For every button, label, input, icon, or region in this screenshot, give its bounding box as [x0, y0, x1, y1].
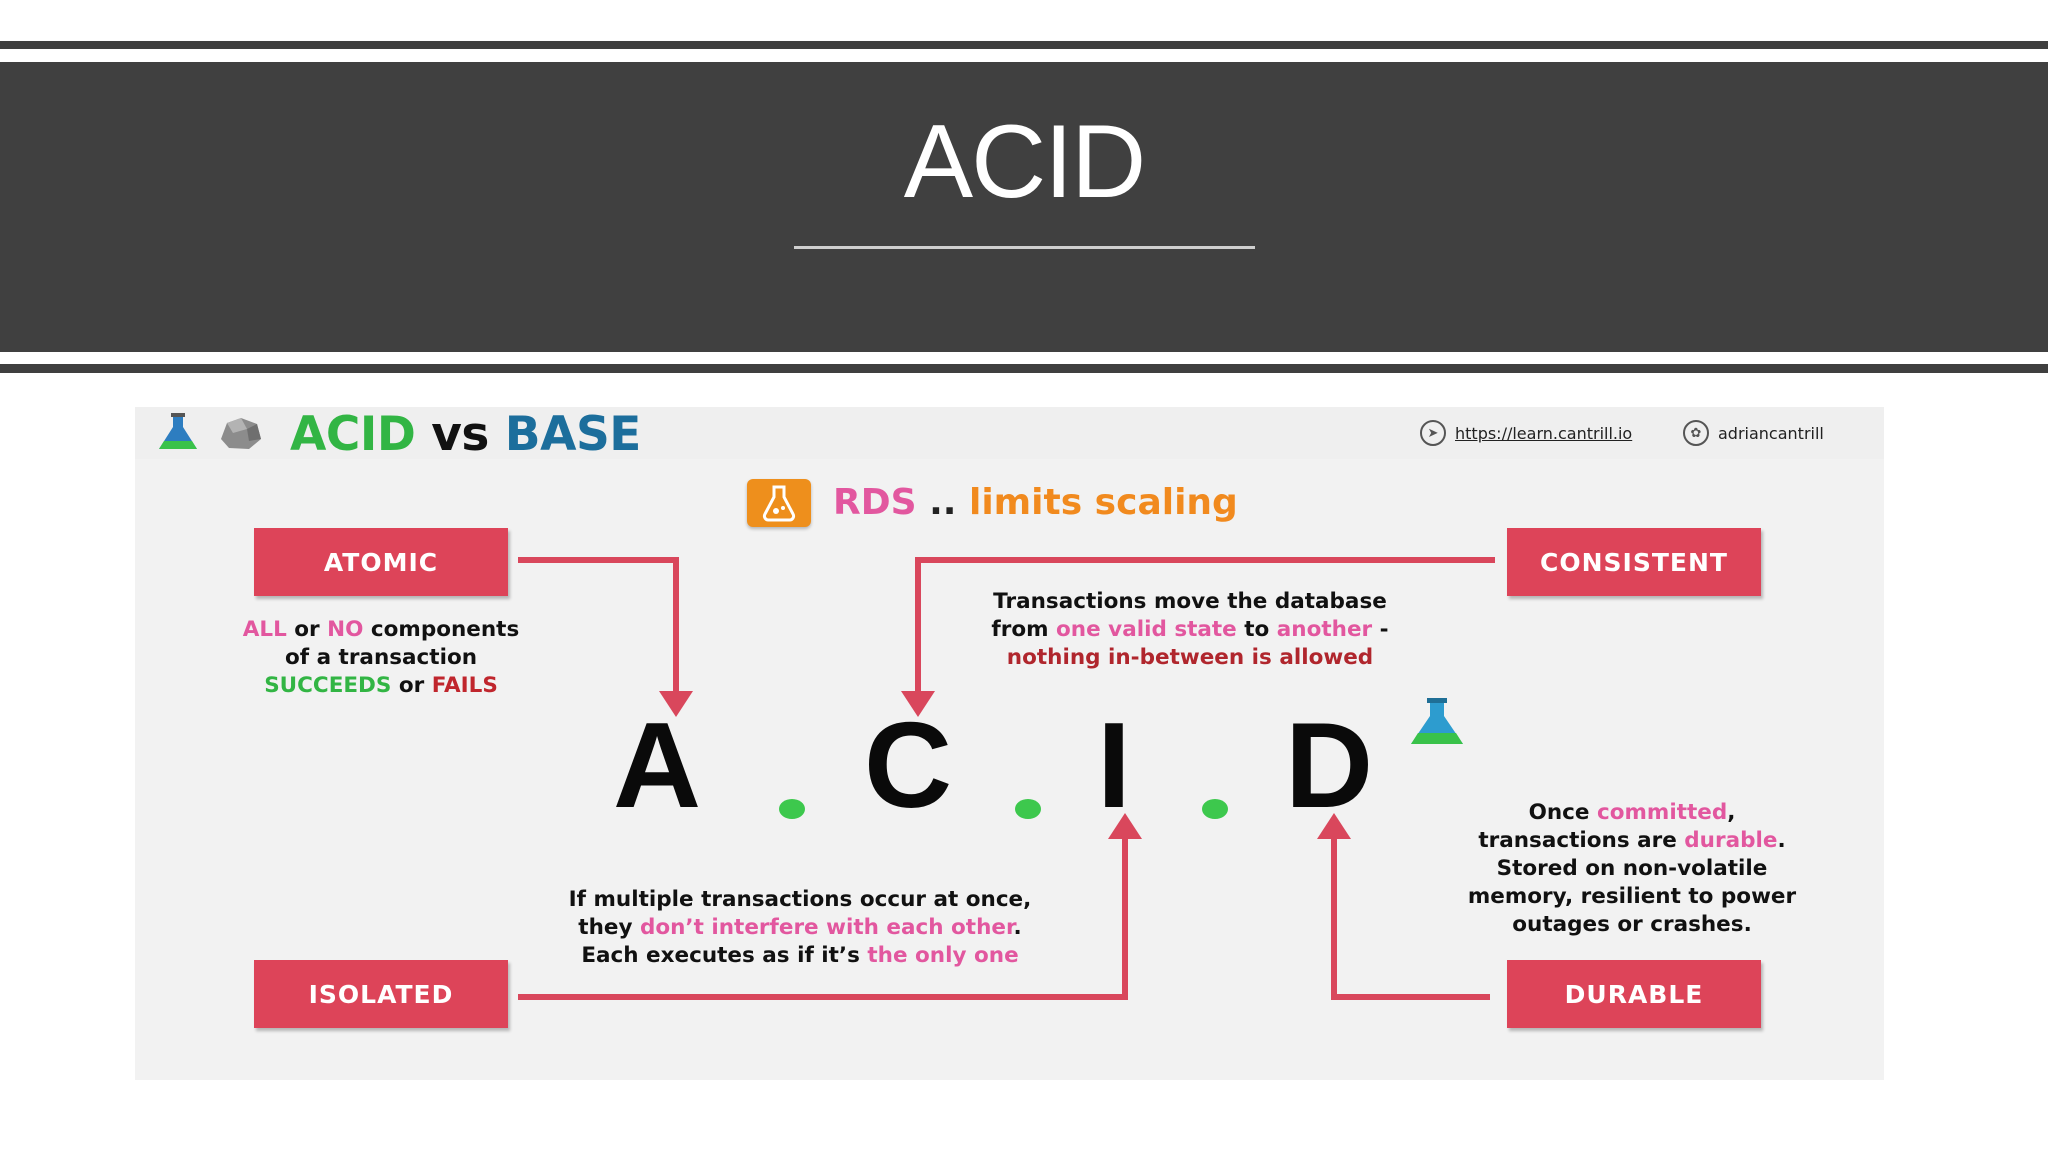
- letter-c: C: [864, 697, 953, 833]
- twitter-icon: ✿: [1683, 420, 1709, 446]
- rds-limits: limits scaling: [968, 482, 1238, 523]
- rds-dots: ..: [929, 482, 957, 523]
- consistent-one-valid-state: one valid state: [1056, 617, 1237, 642]
- arrowhead-a: [659, 691, 693, 717]
- durable-once: Once: [1528, 800, 1597, 825]
- rock-icon: [221, 418, 261, 449]
- durable-period: .: [1777, 828, 1786, 853]
- atomic-or2: or: [391, 673, 432, 698]
- flask-icon: [159, 413, 197, 449]
- heading-acid: ACID: [290, 407, 416, 462]
- durable-box: DURABLE: [1507, 960, 1761, 1028]
- site-link-text: https://learn.cantrill.io: [1455, 423, 1633, 443]
- atomic-succeeds: SUCCEEDS: [264, 673, 392, 698]
- durable-transactions-are: transactions are: [1478, 828, 1685, 853]
- isolated-box: ISOLATED: [254, 960, 508, 1028]
- twitter-handle: adriancantrill: [1718, 423, 1824, 443]
- arrow-atomic-to-a: [518, 557, 679, 694]
- twitter-link[interactable]: ✿ adriancantrill: [1683, 419, 1824, 447]
- atomic-no: NO: [327, 617, 364, 642]
- isolated-period: .: [1013, 915, 1022, 940]
- consistent-from: from: [991, 617, 1057, 642]
- durable-line4: memory, resilient to power: [1467, 884, 1797, 909]
- consistent-to: to: [1236, 617, 1277, 642]
- atomic-fails: FAILS: [431, 673, 498, 698]
- letter-i: I: [1097, 697, 1131, 833]
- consistent-line3: nothing in-between is allowed: [1006, 645, 1374, 670]
- isolated-each: Each executes as if it’s: [581, 943, 868, 968]
- acid-figure: ACID vs BASE ➤ https://learn.cantrill.io…: [135, 407, 1884, 1080]
- isolated-dont-interfere: don’t interfere with each other: [639, 915, 1014, 940]
- separator-dot: [1202, 799, 1228, 819]
- heading-vs: vs: [431, 407, 489, 462]
- durable-line5: outages or crashes.: [1512, 912, 1752, 937]
- flask-icon: [1411, 698, 1463, 744]
- durable-durable: durable: [1684, 828, 1778, 853]
- consistent-line1: Transactions move the database: [993, 589, 1387, 614]
- figure-heading: ACID vs BASE: [290, 405, 641, 465]
- arrow-isolated-to-i: [518, 835, 1128, 1000]
- durable-committed: committed: [1597, 800, 1728, 825]
- isolated-description: If multiple transactions occur at once, …: [535, 886, 1065, 970]
- top-rule: [0, 41, 2048, 49]
- rds-flask-icon: [747, 479, 811, 527]
- separator-dot: [1015, 799, 1041, 819]
- slide-title: ACID: [903, 104, 1146, 220]
- isolated-line1: If multiple transactions occur at once,: [568, 887, 1032, 912]
- letter-a: A: [613, 697, 702, 833]
- atomic-box: ATOMIC: [254, 528, 508, 596]
- atomic-components: components: [363, 617, 520, 642]
- durable-description: Once committed, transactions are durable…: [1442, 799, 1822, 939]
- durable-comma: ,: [1727, 800, 1736, 825]
- separator-dot: [779, 799, 805, 819]
- site-link[interactable]: ➤ https://learn.cantrill.io: [1420, 419, 1632, 447]
- atomic-line2: of a transaction: [284, 645, 478, 670]
- consistent-description: Transactions move the database from one …: [965, 588, 1415, 672]
- consistent-dash: -: [1372, 617, 1389, 642]
- rds-label: RDS: [833, 482, 917, 523]
- arrowhead-d: [1317, 813, 1351, 839]
- heading-base: BASE: [504, 407, 642, 462]
- arrow-durable-to-d: [1331, 835, 1490, 1000]
- rds-caption: RDS .. limits scaling: [833, 479, 1238, 527]
- consistent-box: CONSISTENT: [1507, 528, 1761, 596]
- consistent-another: another: [1276, 617, 1373, 642]
- atomic-description: ALL or NO components of a transaction SU…: [211, 616, 551, 700]
- figure-header-bar: [135, 407, 1884, 459]
- atomic-or: or: [286, 617, 328, 642]
- connector-arrows: [518, 557, 1495, 1000]
- arrowhead-i: [1108, 813, 1142, 839]
- compass-icon: ➤: [1420, 420, 1446, 446]
- letter-d: D: [1285, 697, 1374, 833]
- title-underline: [794, 246, 1255, 249]
- arrowhead-c: [901, 691, 935, 717]
- arrow-consistent-to-c: [915, 557, 1495, 694]
- isolated-they: they: [578, 915, 640, 940]
- durable-line3: Stored on non-volatile: [1496, 856, 1768, 881]
- bottom-rule: [0, 364, 2048, 373]
- isolated-only-one: the only one: [867, 943, 1019, 968]
- title-band: [0, 62, 2048, 352]
- atomic-all: ALL: [242, 617, 287, 642]
